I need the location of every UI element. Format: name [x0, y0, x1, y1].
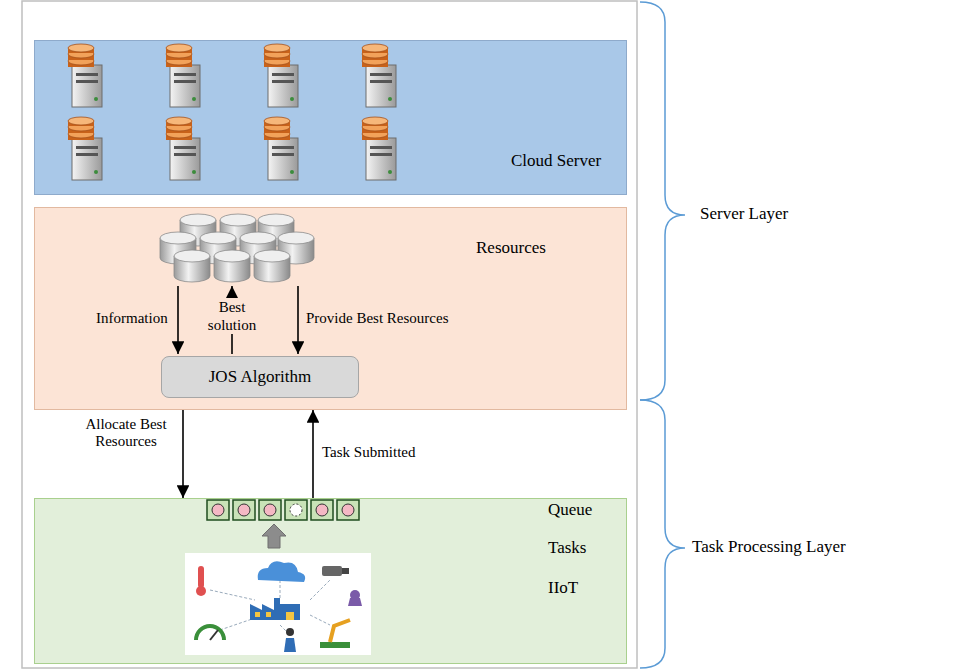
iiot-picture — [185, 553, 371, 655]
cloud-band: Cloud Server — [34, 40, 627, 195]
algorithm-box: JOS Algorithm — [161, 356, 359, 398]
resources-band: ResourcesJOS Algorithm — [34, 207, 627, 410]
connector-arrow — [312, 410, 314, 498]
arrow-label: Best solution — [204, 298, 260, 334]
node-text: IIoT — [548, 578, 578, 598]
layer-brackets — [640, 2, 685, 668]
submit-arrow — [262, 524, 286, 548]
arrow-label: Provide Best Resources — [306, 309, 448, 327]
node-text: JOS Algorithm — [209, 367, 312, 387]
outer-frame — [22, 1, 637, 668]
layer-label: Task Processing Layer — [692, 537, 846, 557]
layer-label: Server Layer — [700, 204, 788, 224]
queue-icons — [207, 500, 359, 520]
node-text: Cloud Server — [511, 151, 601, 171]
node-text: Tasks — [548, 538, 586, 558]
connector-arrow — [182, 410, 184, 498]
edge-label: Task Submitted — [322, 444, 416, 461]
database-icons — [160, 214, 314, 282]
node-text: Queue — [548, 500, 592, 520]
edge-label: Allocate Best Resources — [76, 416, 176, 450]
arrow-label: Information — [96, 309, 168, 327]
node-text: Resources — [476, 238, 546, 258]
server-icons — [68, 44, 396, 180]
resource-arrows — [178, 286, 298, 354]
